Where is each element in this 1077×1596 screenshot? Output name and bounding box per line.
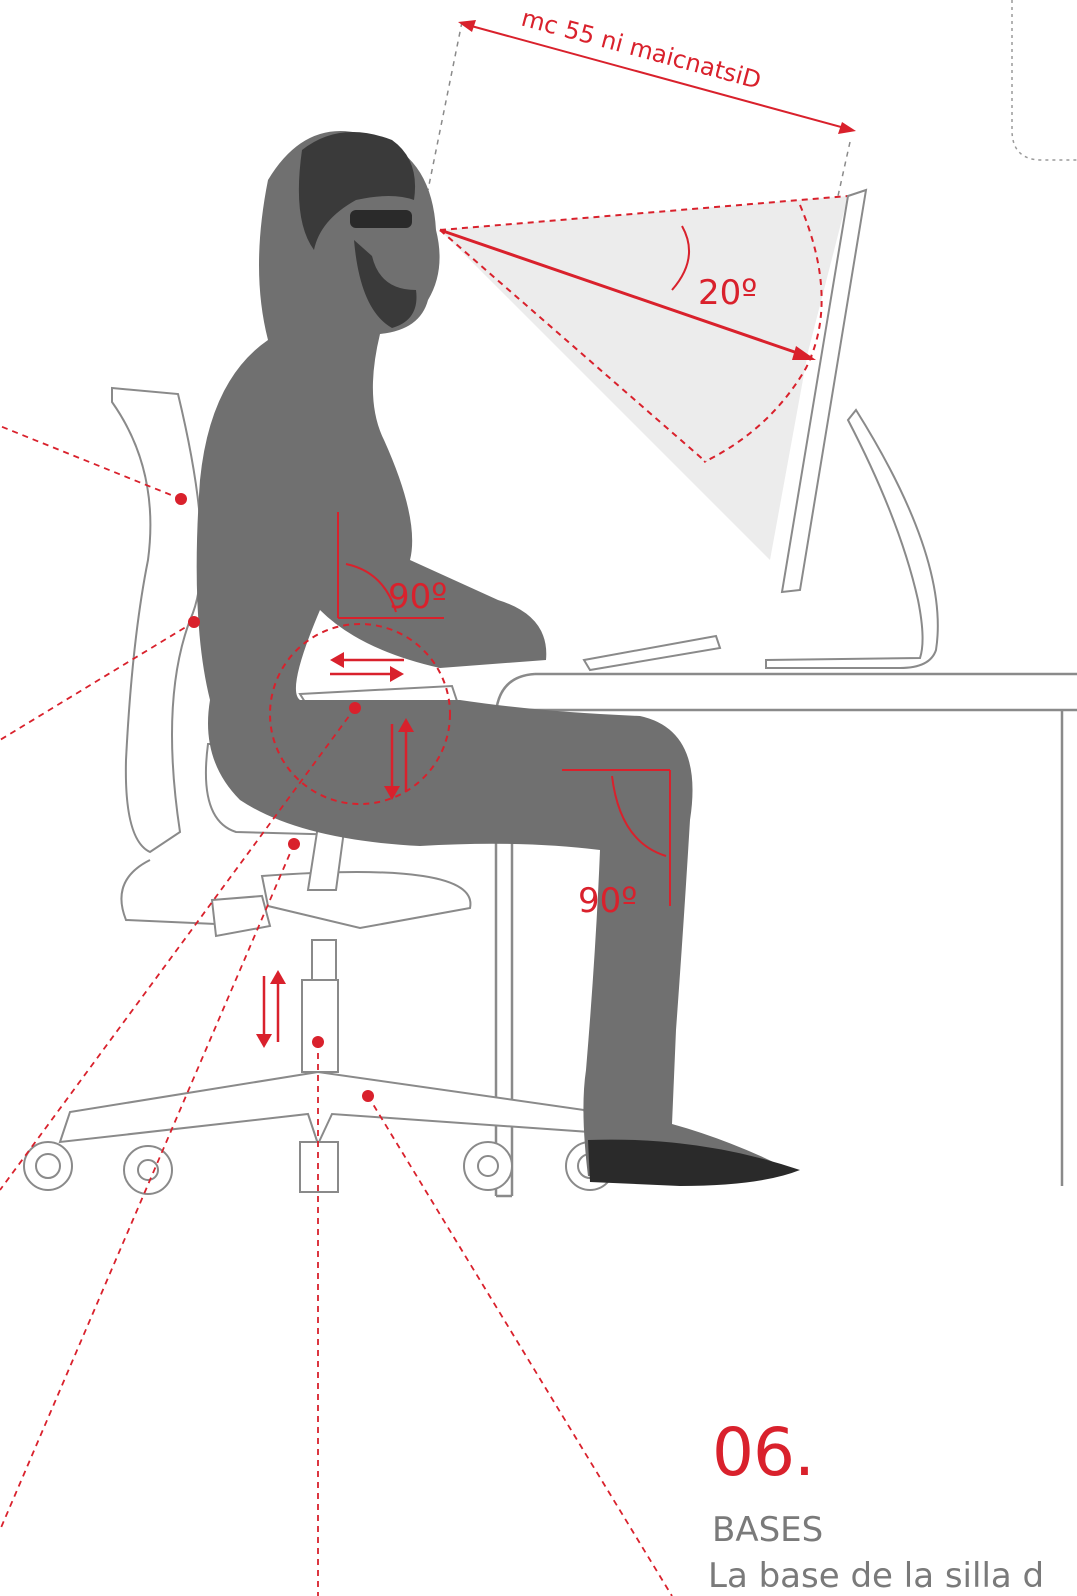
section-number: 06. (712, 1420, 814, 1486)
keyboard (584, 636, 720, 670)
section-title: BASES (712, 1512, 823, 1548)
height-adjustment-arrows (256, 970, 286, 1048)
viewing-cone (440, 196, 848, 560)
section-body: La base de la silla d (708, 1556, 1044, 1596)
view-angle-label: 20º (698, 273, 757, 313)
info-panel-outline (1012, 0, 1077, 160)
knee-angle-label: 90º (578, 881, 637, 921)
elbow-angle-label: 90º (388, 577, 447, 617)
